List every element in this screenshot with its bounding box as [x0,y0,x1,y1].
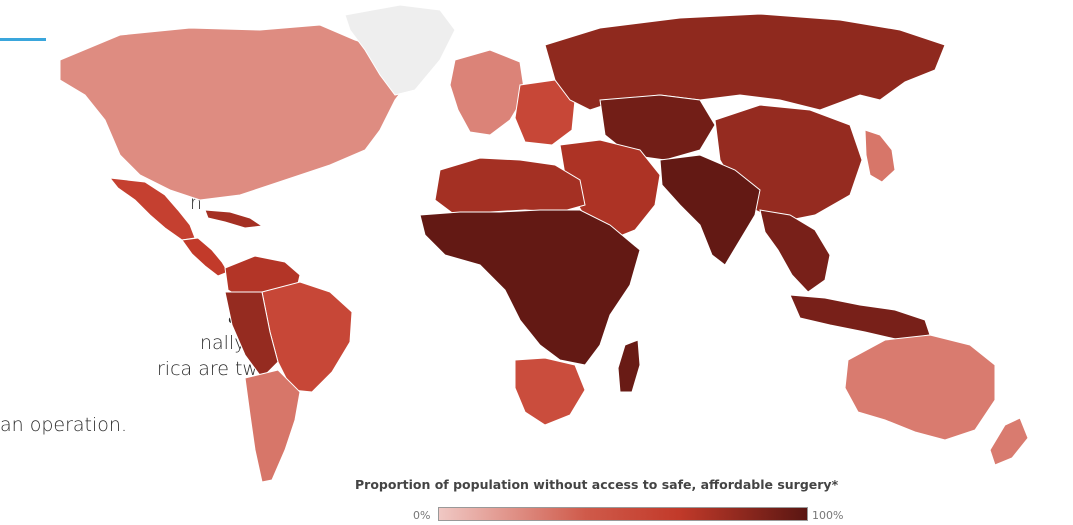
region-peru-bolivia[interactable] [224,291,279,379]
side-text-line-5: rica are two [157,358,270,380]
region-central-asia[interactable] [599,94,716,161]
region-north-america[interactable] [59,24,411,201]
legend-min-label: 0% [413,509,431,522]
region-north-africa[interactable] [434,157,586,216]
region-caribbean[interactable] [204,209,264,229]
region-sub-saharan-africa[interactable] [419,209,641,366]
region-southern-africa[interactable] [514,357,586,426]
region-central-america[interactable] [181,237,229,277]
accent-line [0,38,46,41]
region-indonesia[interactable] [789,294,931,341]
region-new-zealand[interactable] [989,417,1029,466]
region-australia[interactable] [844,334,996,441]
region-madagascar[interactable] [617,339,641,393]
legend-title: Proportion of population without access … [355,477,839,492]
region-south-asia[interactable] [659,154,761,266]
region-greenland[interactable] [344,4,456,96]
region-japan-korea[interactable] [864,129,896,183]
legend-max-label: 100% [812,509,844,522]
region-russia[interactable] [544,13,946,111]
side-text-line-6: an operation. [0,414,127,436]
region-southern-cone[interactable] [244,369,301,483]
legend-color-scale [438,507,808,521]
region-southeast-asia[interactable] [759,209,831,293]
region-western-europe[interactable] [449,49,526,136]
